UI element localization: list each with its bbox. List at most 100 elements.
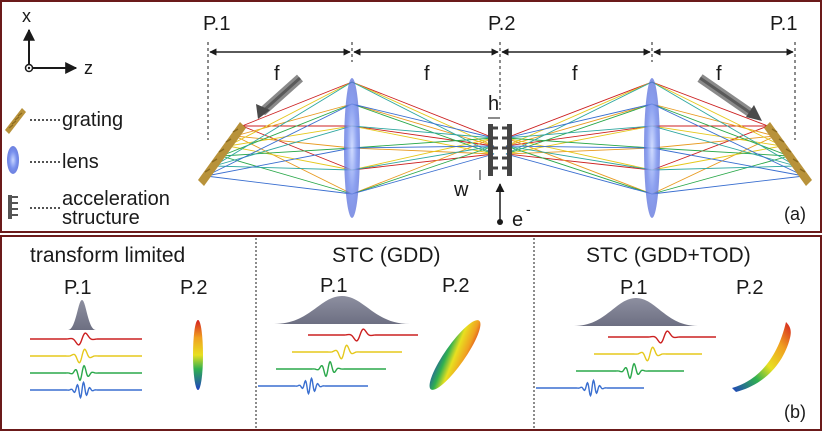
ray-segment (213, 165, 353, 171)
panel-b-label: (b) (784, 402, 806, 422)
wavepacket-gdd (308, 328, 418, 342)
ray-segment (205, 103, 353, 177)
focal-label-2: f (424, 63, 430, 85)
ray-segment (205, 175, 353, 195)
ray-segment (505, 103, 653, 155)
wavepacket-gdd (292, 344, 402, 360)
ray-segment (505, 103, 653, 147)
ray-segment (505, 81, 653, 147)
ray-segment (505, 81, 653, 139)
ray-segment (651, 145, 783, 171)
ray-segment (234, 103, 353, 137)
focal-spot-gdd (429, 320, 481, 390)
pulse-envelope-gdd (274, 296, 410, 324)
ray-segment (351, 103, 495, 139)
section-title-transform-limited: transform limited (30, 244, 185, 267)
ray-segment (241, 125, 353, 171)
axis-indicator: x z (22, 6, 93, 78)
section3-p2-label: P.2 (736, 277, 763, 299)
ray-segment (227, 125, 353, 147)
wavepacket-gdd-tod (576, 362, 684, 380)
ray-segment (651, 147, 805, 177)
wavepacket-gdd (276, 360, 386, 378)
ray-segment (220, 147, 353, 157)
ray-segment (505, 147, 653, 155)
ray-segment (227, 145, 353, 171)
ray-segment (505, 81, 653, 155)
focal-label-4: f (716, 63, 722, 85)
incident-beam-left (256, 74, 304, 119)
width-label: w (453, 179, 469, 201)
height-label: h (488, 93, 499, 115)
focal-spot-tl (193, 320, 203, 390)
wavepacket-gdd-tod (536, 378, 644, 398)
ray-segment (651, 81, 797, 167)
ray-segment (651, 165, 797, 171)
pulse-envelope-tl (68, 300, 96, 330)
ray-segment (651, 103, 805, 177)
focal-spot-gdd-tod (732, 322, 791, 392)
ray-segment (241, 81, 353, 127)
plane-center-label: P.2 (488, 13, 515, 35)
ray-segment (351, 103, 495, 155)
section1-p2-label: P.2 (180, 277, 207, 299)
electron-charge: - (526, 201, 531, 217)
wavepacket-tl (30, 348, 142, 364)
ray-segment (651, 155, 790, 195)
ray-segment (505, 137, 653, 171)
wavepacket-gdd (258, 376, 368, 396)
ray-segment (351, 145, 495, 171)
ray-segment (651, 125, 783, 147)
ray-segment (651, 135, 776, 195)
wavepacket-tl (30, 380, 142, 400)
wavepacket-tl (30, 364, 142, 382)
ray-segment (351, 145, 495, 195)
ray-bundle (205, 81, 805, 195)
ray-segment (213, 125, 353, 167)
ray-segment (220, 155, 353, 195)
section-title-stc-gdd-tod: STC (GDD+TOD) (586, 244, 751, 267)
ray-segment (351, 147, 495, 155)
legend-structure-label-2: structure (62, 207, 140, 229)
grating-left (198, 122, 246, 186)
ray-segment (505, 137, 653, 195)
legend-grating-label: grating (62, 109, 123, 131)
ray-segment (651, 175, 805, 195)
ray-segment (351, 137, 495, 195)
ray-segment (651, 103, 776, 137)
ray-segment (651, 147, 790, 157)
legend-lens-label: lens (62, 151, 99, 173)
ray-segment (651, 103, 790, 157)
ray-segment (234, 135, 353, 195)
ray-segment (505, 125, 653, 155)
plane-markers (207, 42, 796, 140)
section3-p1-label: P.1 (620, 277, 647, 299)
ray-segment (227, 81, 353, 147)
structure-icon (8, 195, 18, 219)
ray-segment (651, 135, 776, 149)
ray-segment (351, 103, 495, 147)
ray-segment (351, 81, 495, 139)
ray-segment (505, 145, 653, 171)
ray-segment (351, 125, 495, 147)
ray-segment (351, 145, 495, 149)
electron-label: e (512, 209, 523, 231)
section-title-stc-gdd: STC (GDD) (332, 244, 441, 267)
ray-segment (220, 103, 353, 157)
ray-segment (651, 81, 783, 147)
outgoing-beam-right (697, 74, 762, 121)
ray-segment (351, 153, 495, 195)
ray-segment (351, 125, 495, 155)
axis-z-label: z (84, 58, 93, 78)
ray-segment (351, 125, 495, 139)
ray-segment (651, 125, 797, 167)
ray-segment (505, 103, 653, 139)
pulse-envelope-gdd-tod (574, 298, 698, 326)
ray-segment (505, 153, 653, 171)
axis-x-label: x (22, 6, 31, 26)
ray-segment (351, 81, 495, 155)
ray-segment (505, 145, 653, 195)
bottom-panel-frame (0, 235, 822, 431)
section1-p1-label: P.1 (64, 277, 91, 299)
